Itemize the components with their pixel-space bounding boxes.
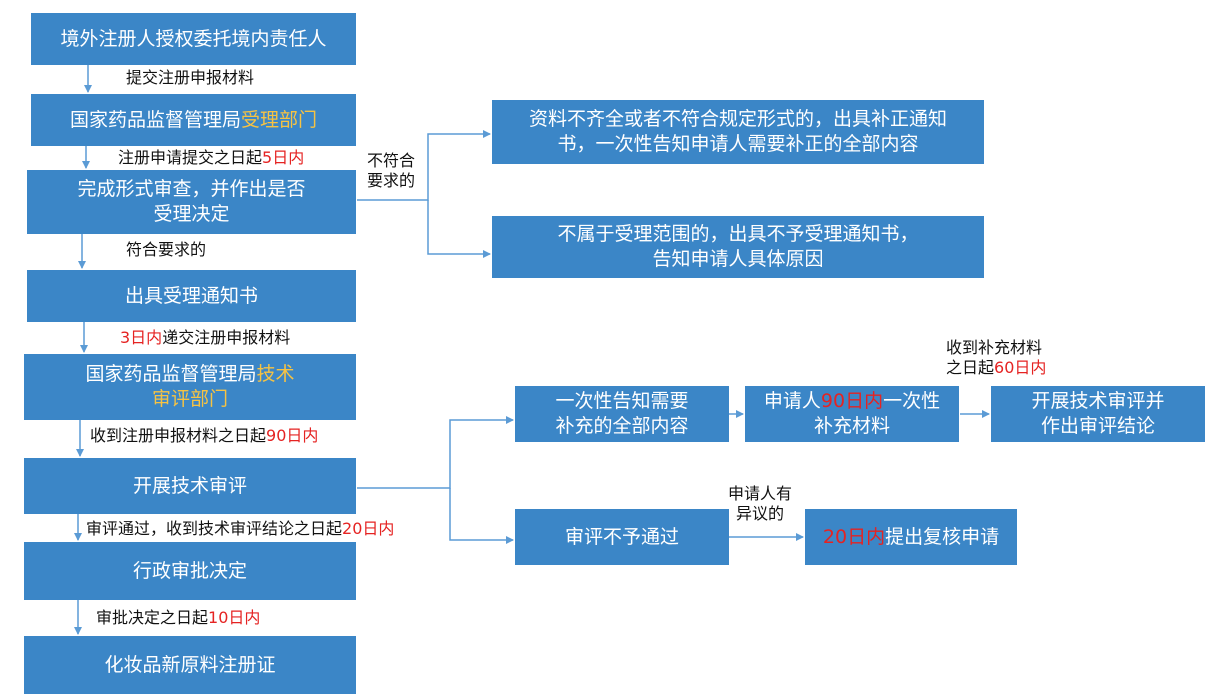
branch-supplement-line1: 一次性告知需要 [555, 390, 689, 412]
label-within-20-days: 审评通过，收到技术审评结论之日起20日内 [86, 519, 394, 539]
label-within-60-days-line1: 收到补充材料 [946, 338, 1043, 357]
label-within-3-days-main: 递交注册申报材料 [162, 328, 291, 347]
label-nonconforming: 不符合要求的 [367, 151, 415, 191]
label-within-90-days-deadline: 90日内 [266, 426, 319, 445]
step-acceptance-notice-box: 出具受理通知书 [27, 270, 356, 322]
step-admin-approval-box: 行政审批决定 [24, 542, 356, 600]
branch-review-failed-box: 审评不予通过 [515, 509, 729, 565]
branch-resume-review-line2: 作出审评结论 [1040, 415, 1155, 437]
label-nonconforming-line1: 不符合 [367, 151, 416, 170]
label-within-10-days-deadline: 10日内 [208, 608, 261, 627]
branch-not-accepted-line1: 不属于受理范围的，出具不予受理通知书， [557, 223, 919, 245]
label-within-60-days: 收到补充材料之日起60日内 [946, 338, 1046, 378]
step-tech-review-dept-box: 国家药品监督管理局技术审评部门 [24, 354, 356, 420]
label-within-10-days: 审批决定之日起10日内 [96, 608, 260, 628]
label-applicant-objection-line2: 异议的 [736, 504, 785, 523]
branch-correction-line2: 书，一次性告知申请人需要补正的全部内容 [557, 133, 919, 155]
step-certificate-text: 化妆品新原料注册证 [104, 653, 276, 676]
branch-supplement-notice-box: 一次性告知需要补充的全部内容 [515, 386, 729, 442]
branch-applicant-supplement-line2: 补充材料 [813, 415, 890, 437]
step-authorize-text: 境外注册人授权委托境内责任人 [60, 27, 327, 50]
branch-recheck-request-text: 20日内提出复核申请 [823, 525, 999, 550]
step-acceptance-dept-box: 国家药品监督管理局受理部门 [31, 94, 356, 146]
label-within-90-days-main: 收到注册申报材料之日起 [90, 426, 267, 445]
step-acceptance-notice-text: 出具受理通知书 [124, 284, 258, 307]
step-certificate-box: 化妆品新原料注册证 [24, 636, 356, 694]
branch-not-accepted-line2: 告知申请人具体原因 [652, 248, 824, 270]
label-within-60-days-deadline: 60日内 [994, 358, 1047, 377]
step-acceptance-dept-text: 国家药品监督管理局受理部门 [70, 108, 317, 133]
label-within-10-days-main: 审批决定之日起 [96, 608, 209, 627]
step-formal-review-box: 完成形式审查，并作出是否受理决定 [27, 170, 356, 234]
branch-review-failed-text: 审评不予通过 [564, 525, 679, 548]
label-applicant-objection-line1: 申请人有 [728, 484, 793, 503]
branch-applicant-supplement-text: 申请人90日内一次性补充材料 [764, 389, 940, 439]
step-tech-review-dept-text: 国家药品监督管理局技术审评部门 [85, 362, 294, 412]
label-within-3-days-deadline: 3日内 [120, 328, 163, 347]
branch-fail-connector [449, 488, 514, 544]
step-tech-review-dept-highlight2: 审评部门 [151, 388, 228, 410]
branch-reject-connector [357, 130, 491, 201]
branch-applicant-supplement-tail: 一次性 [883, 390, 941, 412]
step-formal-review-text: 完成形式审查，并作出是否受理决定 [77, 177, 305, 227]
branch-applicant-supplement-deadline: 90日内 [820, 390, 884, 412]
step-formal-review-line1: 完成形式审查，并作出是否 [77, 178, 306, 200]
branch-applicant-supplement-main: 申请人 [763, 390, 821, 412]
label-applicant-objection: 申请人有异议的 [728, 484, 792, 524]
step-tech-review-box: 开展技术审评 [24, 458, 356, 514]
step-tech-review-dept-main: 国家药品监督管理局 [85, 363, 257, 385]
step-tech-review-dept-highlight1: 技术 [256, 363, 295, 385]
branch-correction-line1: 资料不齐全或者不符合规定形式的，出具补正通知 [528, 108, 947, 130]
step-acceptance-dept-highlight: 受理部门 [241, 108, 318, 131]
branch-applicant-supplement-box: 申请人90日内一次性补充材料 [745, 386, 959, 442]
label-submit-materials: 提交注册申报材料 [126, 68, 255, 87]
label-within-20-days-deadline: 20日内 [342, 519, 395, 538]
branch-noaccept-connector [427, 200, 491, 258]
branch-resume-review-text: 开展技术审评并作出审评结论 [1031, 389, 1164, 439]
label-within-3-days: 3日内递交注册申报材料 [120, 328, 290, 348]
label-nonconforming-line2: 要求的 [367, 171, 416, 190]
branch-not-accepted-text: 不属于受理范围的，出具不予受理通知书， 告知申请人具体原因 [557, 222, 918, 272]
branch-review-connector [357, 416, 514, 489]
branch-recheck-main: 提出复核申请 [885, 525, 1000, 548]
label-within-60-days-line2: 之日起 [946, 358, 995, 377]
step-authorize-box: 境外注册人授权委托境内责任人 [31, 13, 356, 65]
label-within-5-days-main: 注册申请提交之日起 [118, 148, 263, 167]
branch-resume-review-line1: 开展技术审评并 [1031, 390, 1165, 412]
label-within-20-days-main: 审评通过，收到技术审评结论之日起 [86, 519, 343, 538]
branch-recheck-request-box: 20日内提出复核申请 [805, 509, 1017, 565]
label-within-90-days: 收到注册申报材料之日起90日内 [90, 426, 318, 446]
branch-supplement-notice-text: 一次性告知需要补充的全部内容 [555, 389, 688, 439]
step-acceptance-dept-main: 国家药品监督管理局 [69, 108, 241, 131]
label-conforming: 符合要求的 [126, 240, 207, 259]
branch-supplement-line2: 补充的全部内容 [555, 415, 689, 437]
step-formal-review-line2: 受理决定 [153, 203, 230, 225]
branch-correction-notice-box: 资料不齐全或者不符合规定形式的，出具补正通知书，一次性告知申请人需要补正的全部内… [492, 100, 984, 164]
label-within-5-days: 注册申请提交之日起5日内 [118, 148, 304, 168]
branch-correction-notice-text: 资料不齐全或者不符合规定形式的，出具补正通知书，一次性告知申请人需要补正的全部内… [529, 107, 947, 157]
step-tech-review-text: 开展技术审评 [132, 474, 247, 497]
branch-not-accepted-box: 不属于受理范围的，出具不予受理通知书， 告知申请人具体原因 [492, 216, 984, 278]
branch-recheck-deadline: 20日内 [822, 525, 886, 548]
step-admin-approval-text: 行政审批决定 [132, 559, 247, 582]
branch-resume-review-box: 开展技术审评并作出审评结论 [991, 386, 1205, 442]
label-within-5-days-deadline: 5日内 [262, 148, 305, 167]
